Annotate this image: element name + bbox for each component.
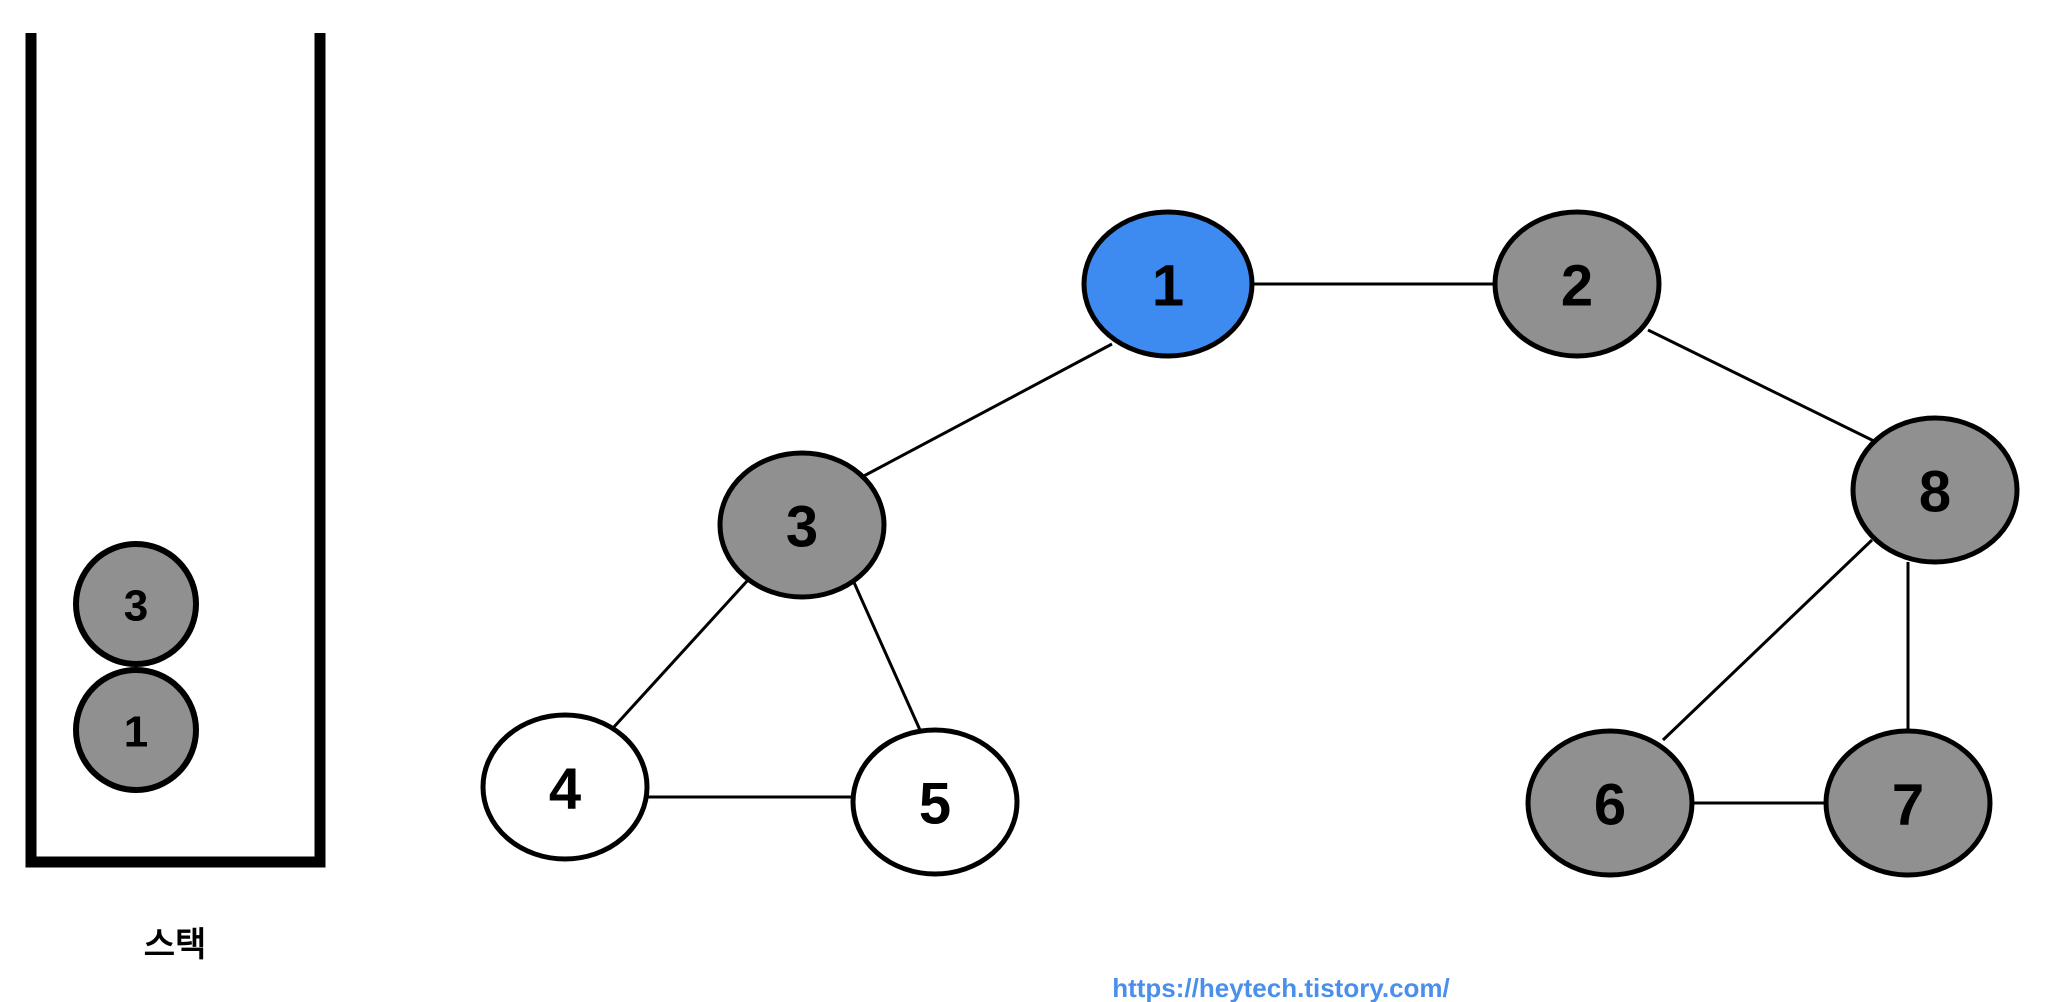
stack-item: 1: [73, 667, 199, 793]
graph-edge-2-8: [1647, 328, 1879, 445]
graph-node-2[interactable]: 2: [1492, 209, 1662, 359]
graph-node-8[interactable]: 8: [1850, 415, 2020, 565]
graph-node-5[interactable]: 5: [850, 727, 1020, 877]
graph-edge-1-3: [859, 342, 1113, 480]
stack-item-label: 3: [124, 582, 148, 631]
graph-node-label-1: 1: [1152, 254, 1184, 319]
graph-node-6[interactable]: 6: [1525, 728, 1695, 878]
stack-items-group: 31: [73, 541, 199, 793]
graph-node-label-3: 3: [786, 495, 818, 560]
graph-node-7[interactable]: 7: [1823, 728, 1993, 878]
graph-edges-group: [611, 282, 1910, 805]
graph-nodes-group: 1 2 3 4 5 6 7 8: [480, 209, 2020, 878]
graph-node-label-7: 7: [1892, 773, 1924, 838]
stack-item-label: 1: [124, 708, 148, 757]
graph-node-4[interactable]: 4: [480, 712, 650, 862]
graph-node-label-4: 4: [549, 757, 581, 822]
graph-edge-3-5: [850, 577, 922, 731]
stack-caption-label: 스택: [144, 925, 207, 965]
graph-edge-8-6: [1661, 538, 1874, 742]
graph-node-1[interactable]: 1: [1081, 209, 1255, 359]
graph-node-label-2: 2: [1561, 254, 1593, 319]
graph-node-label-8: 8: [1919, 460, 1951, 525]
watermark-url-text: https://heytech.tistory.com/: [1112, 973, 1450, 1002]
stack-panel: 31 스택: [25, 33, 326, 965]
stack-item: 3: [73, 541, 199, 667]
graph-node-3[interactable]: 3: [717, 450, 887, 600]
graph-edge-3-4: [611, 578, 750, 730]
graph-node-label-5: 5: [919, 772, 951, 837]
graph-node-label-6: 6: [1594, 773, 1626, 838]
stack-container-outline: [25, 33, 326, 868]
